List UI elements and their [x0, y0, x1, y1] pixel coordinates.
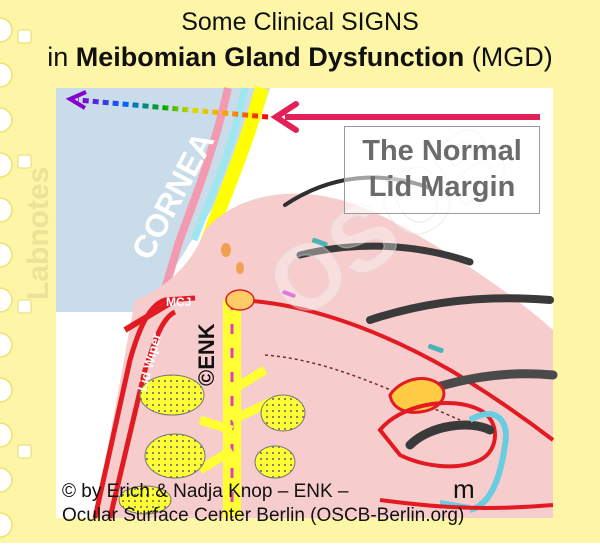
lid-tissue: [95, 193, 553, 518]
title-line-2: in Meibomian Gland Dysfunction (MGD): [47, 42, 553, 72]
skin-line: [229, 298, 555, 442]
eyelash-2: [296, 242, 474, 266]
eyelash-3: [366, 294, 554, 324]
rainbow-arrow-shaft: [77, 97, 269, 120]
normal-lid-margin-box: The Normal Lid Margin: [344, 126, 540, 214]
rainbow-arrow-head: [65, 90, 87, 110]
credit-line-2: Ocular Surface Center Berlin (OSCB-Berli…: [62, 505, 465, 526]
m-label: m: [453, 474, 475, 504]
teal-mark-2: [428, 343, 444, 353]
magenta-mark: [282, 290, 296, 298]
credit-line-1: © by Erich & Nadja Knop – ENK –: [62, 481, 349, 502]
teal-mark-1: [312, 237, 328, 247]
gland-orifice: [225, 289, 255, 311]
follicle-outline: [377, 401, 497, 469]
scalloped-edge: [0, 17, 13, 538]
aqueous-layer-band: [190, 87, 249, 242]
acinus-2: [260, 394, 306, 432]
credit-text: © by Erich & Nadja Knop – ENK – Ocular S…: [62, 480, 464, 528]
gland-outline: [264, 354, 461, 421]
lower-red-line: [379, 498, 554, 510]
gland-branches: [197, 366, 277, 474]
title-bold: Meibomian Gland Dysfunction: [75, 42, 465, 72]
box-line-2: Lid Margin: [368, 171, 516, 203]
mcj-bar: [123, 297, 177, 333]
acinus-3: [144, 433, 206, 479]
enk-label: ©ENK: [194, 323, 219, 386]
conjunctiva-line: [107, 309, 177, 519]
acinus-1: [139, 374, 205, 416]
incoming-arrow-head: [270, 101, 299, 133]
orange-drop-2: [236, 262, 244, 274]
side-label: Labnotes: [22, 167, 55, 300]
orange-drop-1: [221, 243, 231, 257]
lash-root: [405, 420, 495, 450]
acinus-5: [118, 485, 172, 515]
moll-gland: [468, 411, 509, 513]
acinus-4: [254, 445, 296, 479]
box-line-1: The Normal: [362, 135, 522, 167]
mcj-label: MCJ: [166, 295, 191, 309]
punch-holes: [17, 29, 32, 459]
title-line-1: Some Clinical SIGNS: [181, 8, 419, 36]
